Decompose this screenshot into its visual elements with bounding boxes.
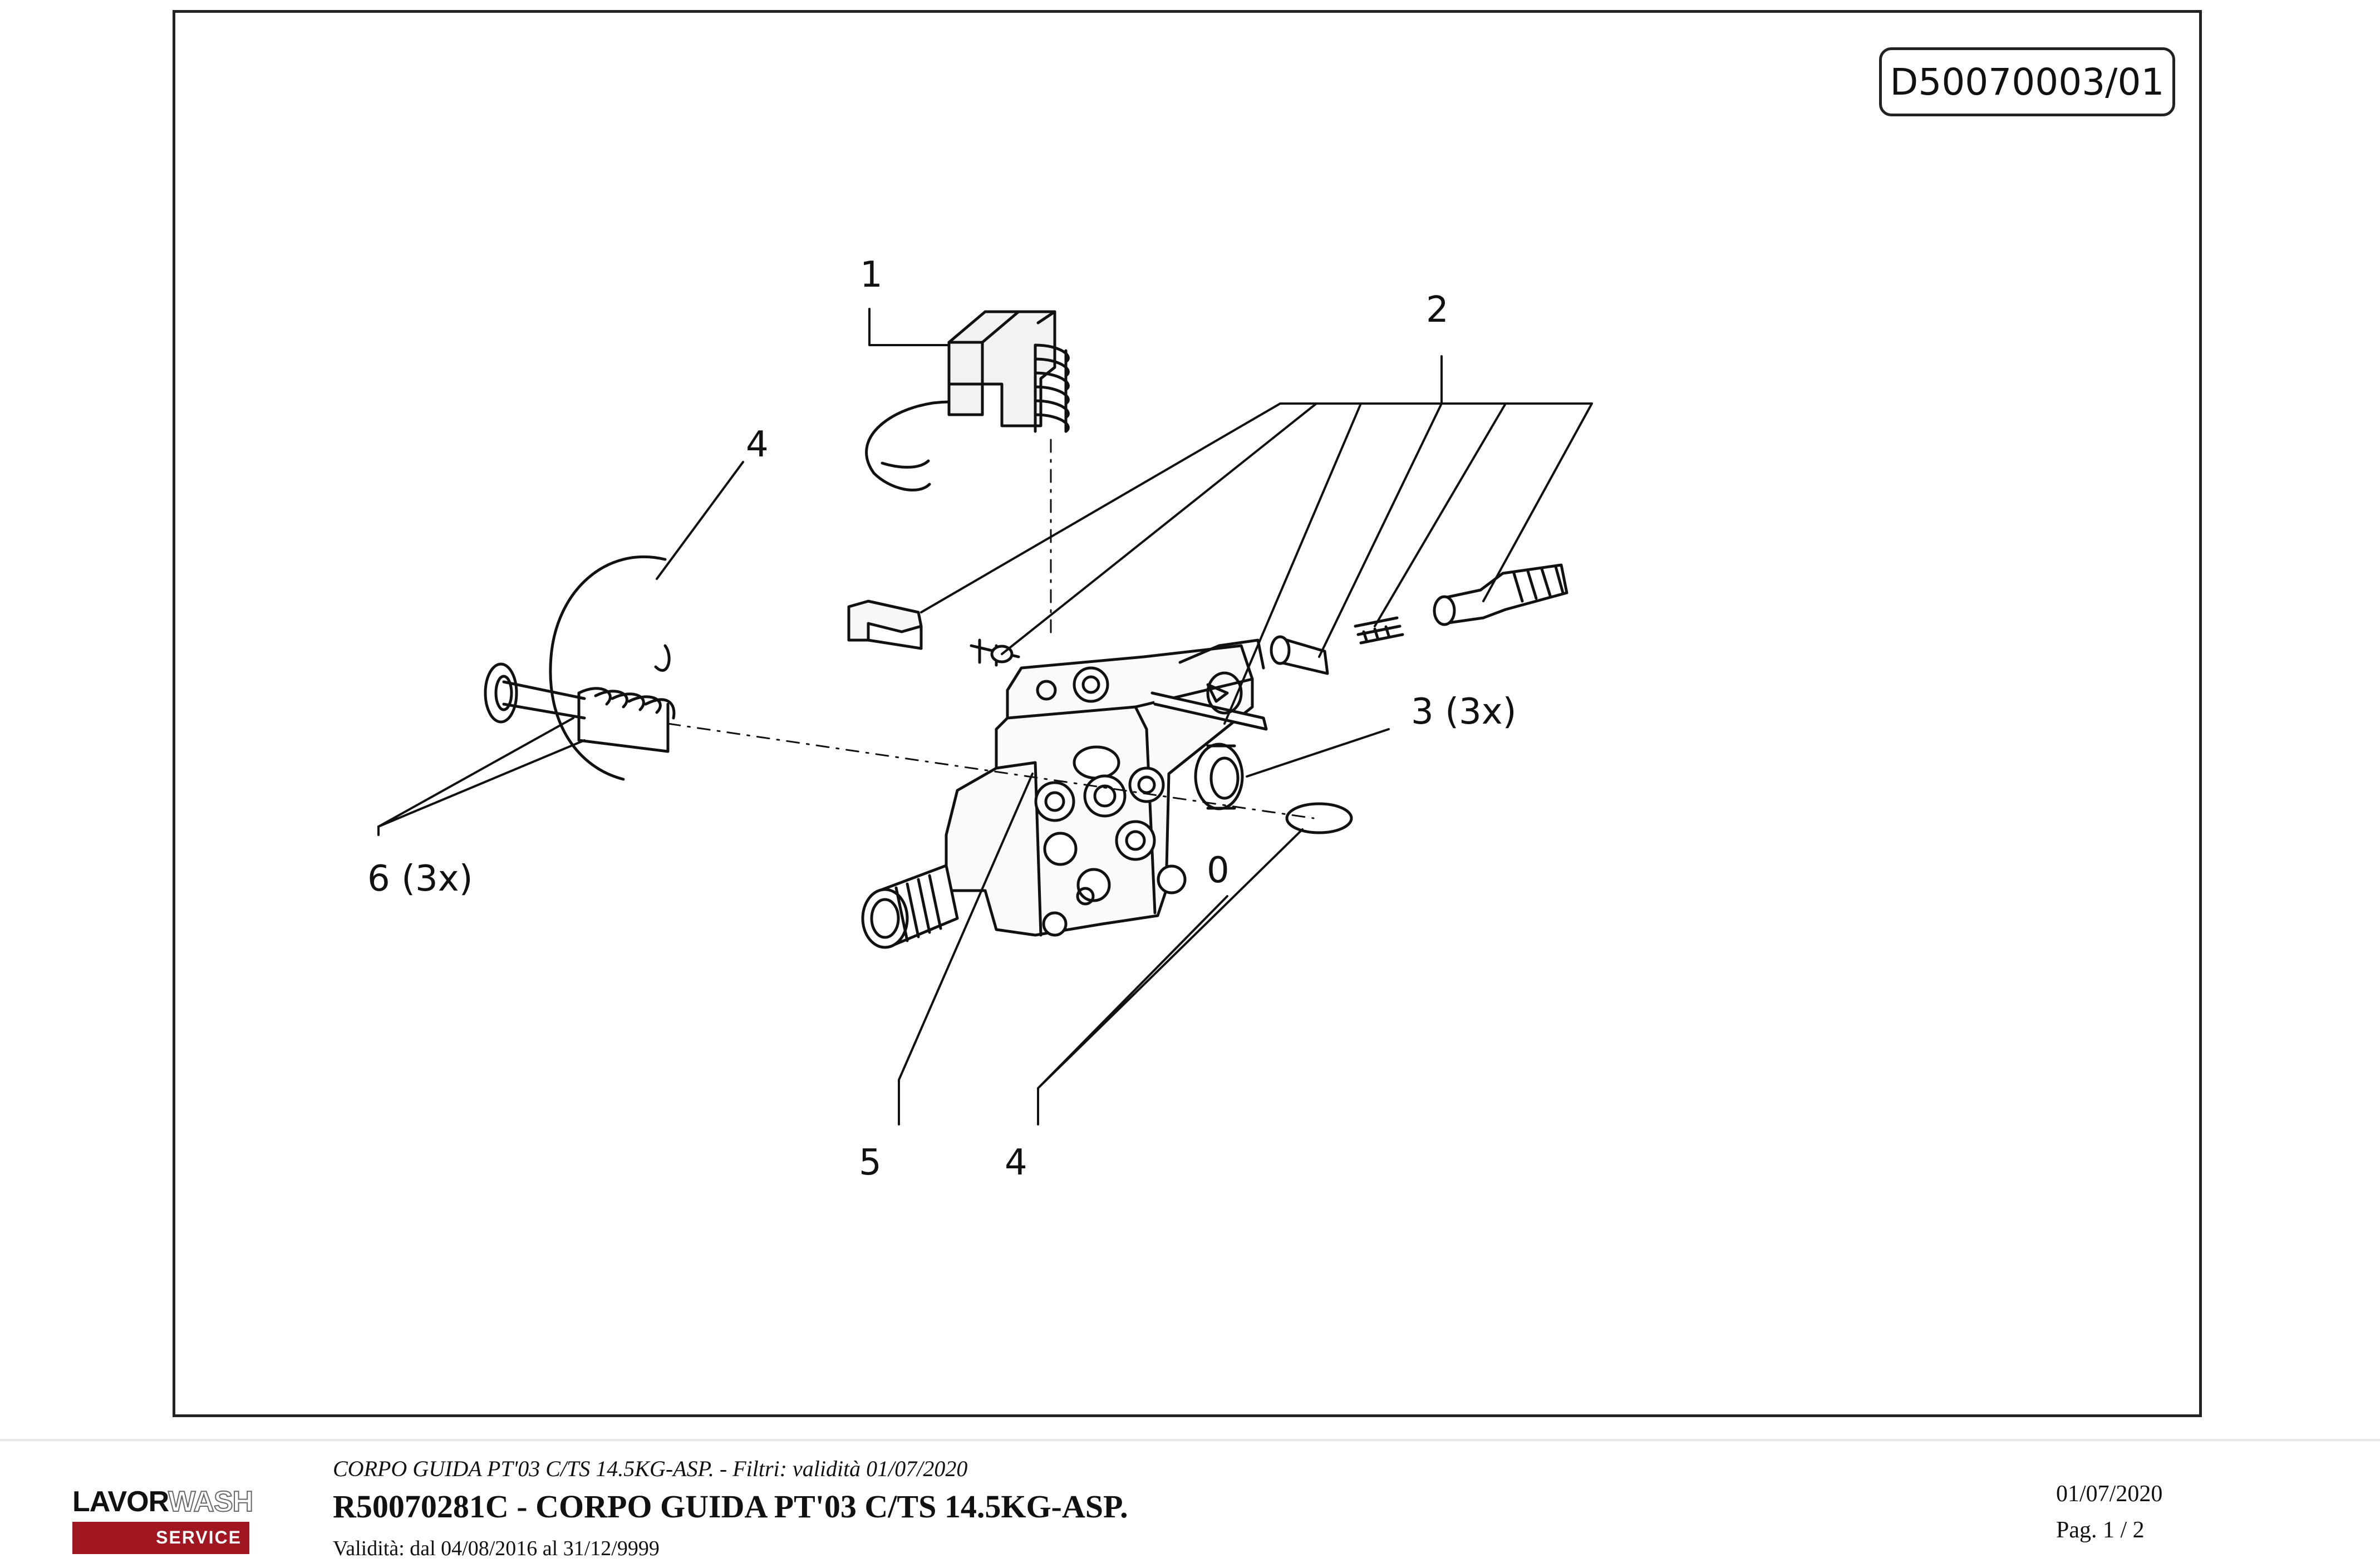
footer-date: 01/07/2020 (2056, 1481, 2163, 1507)
logo-wordmark: LAVORWASH (72, 1485, 254, 1518)
drawing-id-badge: D50070003/01 (1879, 47, 2175, 116)
callout-3: 3 (3x) (1411, 691, 1517, 733)
callout-5: 5 (859, 1142, 882, 1183)
logo-service-bar: SERVICE (72, 1522, 249, 1554)
part-4-circlip (549, 556, 671, 781)
leader-lines (377, 308, 1593, 1125)
part-4-oring (1285, 802, 1353, 834)
footer-page-number: Pag. 1 / 2 (2056, 1517, 2145, 1543)
footer-filter-title: CORPO GUIDA PT'03 C/TS 14.5KG-ASP. - Fil… (333, 1456, 968, 1481)
drawing-frame (173, 10, 2202, 1417)
part-3-seal (1194, 743, 1244, 810)
footer-validity: Validità: dal 04/08/2016 al 31/12/9999 (333, 1537, 660, 1560)
part-6-piston (484, 662, 676, 753)
callout-4-bottom: 4 (1005, 1142, 1027, 1183)
footer-part-code-title: R50070281C - CORPO GUIDA PT'03 C/TS 14.5… (333, 1488, 1128, 1525)
footer-separator (0, 1439, 2380, 1441)
part-1-coil (865, 310, 1070, 491)
callout-1: 1 (860, 254, 883, 296)
callout-o-ring-mark: 0 (1207, 850, 1230, 891)
callout-6: 6 (3x) (367, 858, 473, 899)
part-5-pump-body (861, 638, 1268, 949)
callout-2: 2 (1426, 289, 1449, 331)
callout-4-top: 4 (746, 424, 769, 465)
lavorwash-service-logo: LAVORWASH SERVICE (72, 1485, 254, 1557)
